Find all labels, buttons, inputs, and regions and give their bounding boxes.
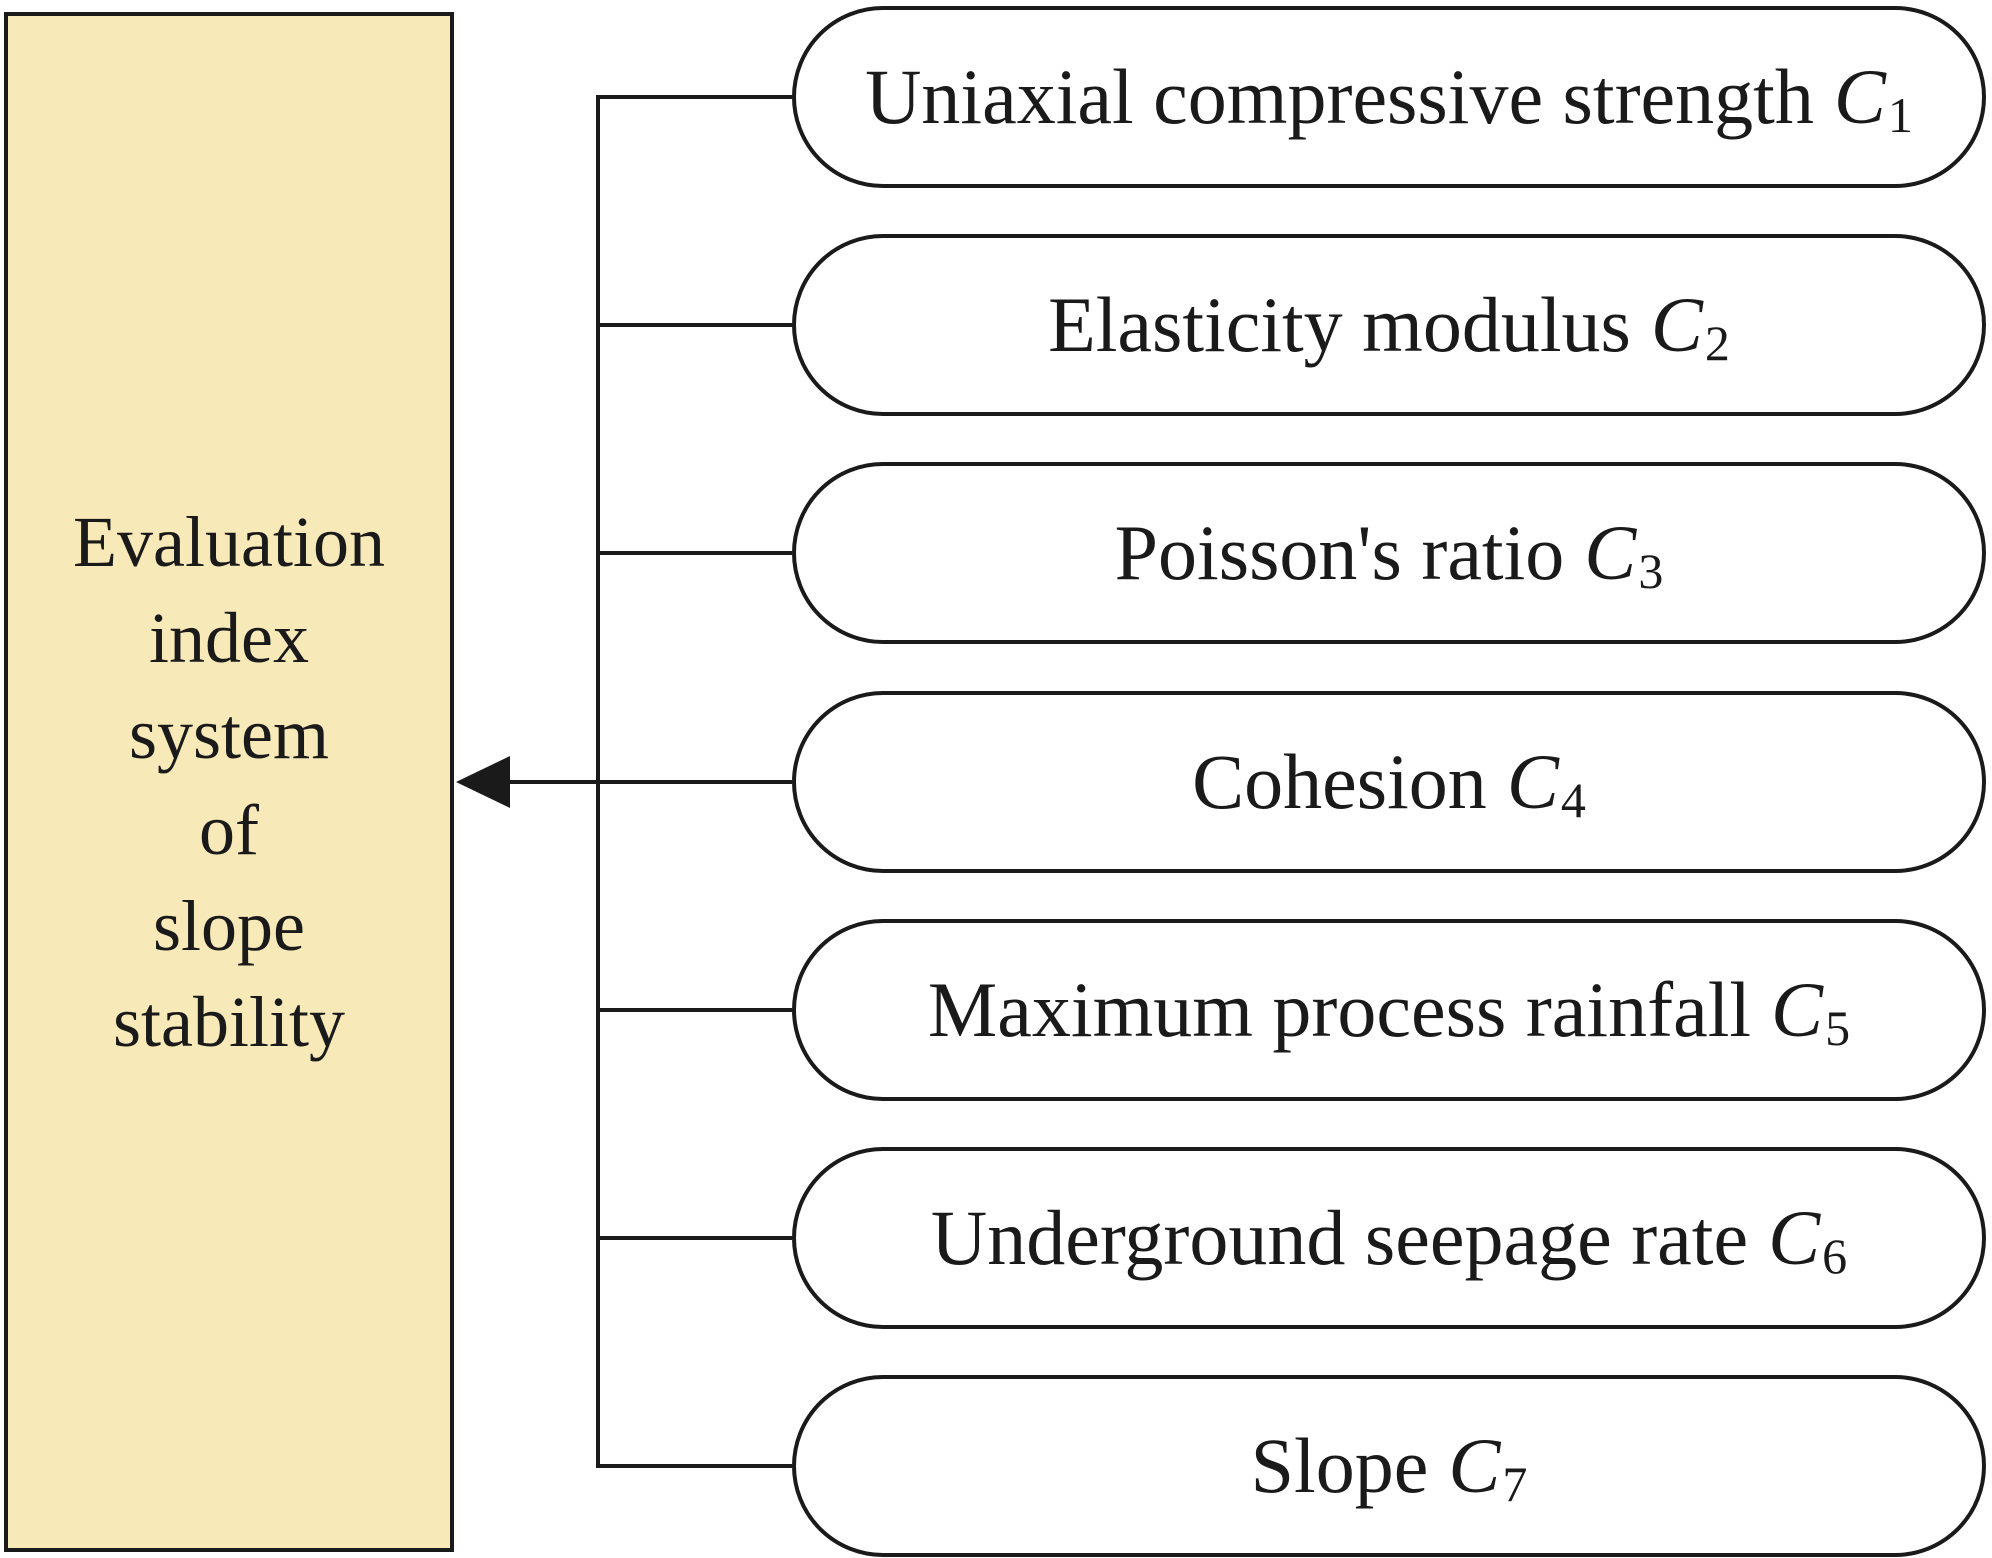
root-label-line-4: of [199,790,259,870]
index-symbol: C [1771,966,1824,1053]
index-symbol: C [1833,53,1886,140]
index-subscript: 5 [1825,1000,1851,1056]
index-symbol: C [1448,1422,1501,1509]
index-label: Uniaxial compressive strength [865,53,1814,140]
index-symbol: C [1768,1194,1821,1281]
index-subscript: 7 [1502,1456,1528,1512]
index-subscript: 3 [1638,543,1664,599]
index-subscript: 2 [1704,315,1730,371]
index-subscript: 6 [1822,1228,1848,1284]
root-label-line-5: slope [153,886,305,966]
index-label: Poisson's ratio [1114,509,1565,596]
root-label-line-3: system [128,694,329,774]
index-symbol: C [1650,281,1703,368]
index-label: Maximum process rainfall [927,966,1752,1053]
index-label: Underground seepage rate [930,1194,1749,1281]
root-evaluation-box: Evaluation index system of slope stabili… [4,12,454,1552]
index-symbol: C [1584,509,1637,596]
index-symbol: C [1506,738,1559,825]
index-label: Cohesion [1192,738,1487,825]
index-subscript: 4 [1560,772,1586,828]
arrow-head [456,756,510,808]
index-label: Elasticity modulus [1048,281,1631,368]
root-label-line-6: stability [113,982,345,1062]
root-label-line-1: Evaluation [73,502,385,582]
index-subscript: 1 [1887,87,1913,143]
index-label: Slope [1250,1422,1429,1509]
root-label-line-2: index [149,598,309,678]
